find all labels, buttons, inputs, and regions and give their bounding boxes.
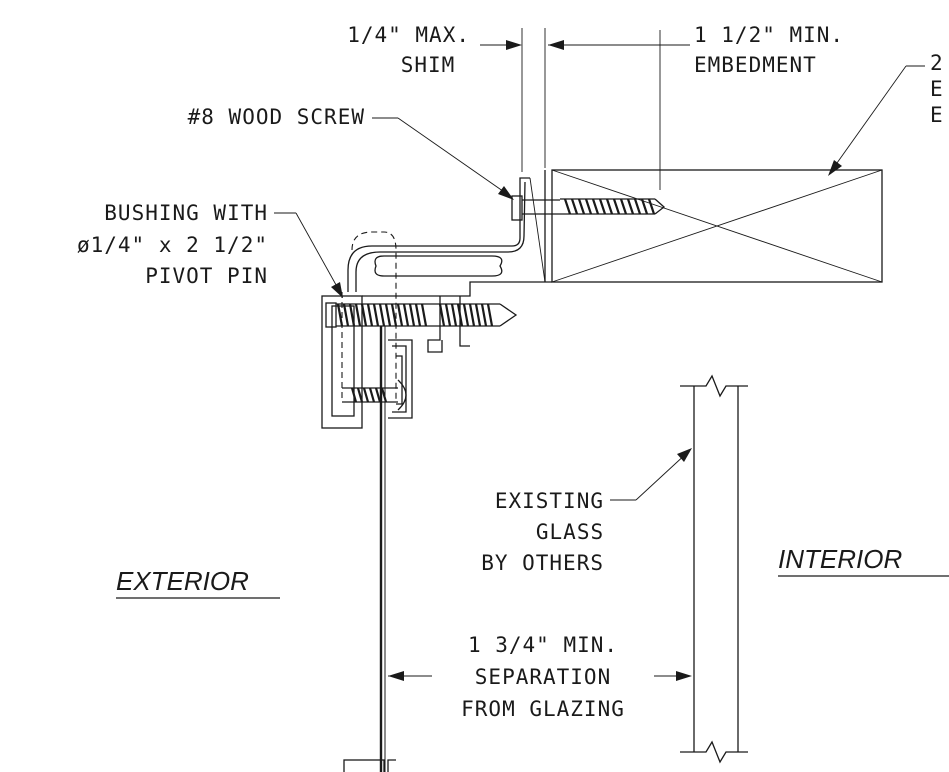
- cut-off-label-line2: E: [930, 77, 944, 101]
- bushing-label-line2: ø1/4" x 2 1/2": [77, 233, 268, 257]
- zone-labels: EXTERIOR INTERIOR: [116, 544, 949, 599]
- exterior-label: EXTERIOR: [116, 566, 249, 596]
- interior-label: INTERIOR: [778, 544, 902, 574]
- callout-text: 1/4" MAX. SHIM 1 1/2" MIN. EMBEDMENT 2 E…: [77, 23, 944, 721]
- wood-screw: [511, 195, 666, 221]
- bushing-label-line1: BUSHING WITH: [104, 201, 268, 225]
- lower-fastener: [342, 379, 407, 411]
- bushing-label-line3: PIVOT PIN: [145, 264, 268, 288]
- glass-label-line3: BY OTHERS: [481, 551, 604, 575]
- separation-label-line1: 1 3/4" MIN.: [468, 633, 618, 657]
- film-pane: [343, 326, 396, 772]
- shim-dimension: [480, 28, 690, 190]
- leader-lines: [274, 65, 925, 501]
- wood-screw-label: #8 WOOD SCREW: [188, 105, 365, 129]
- frame-extrusion: [321, 177, 552, 429]
- embedment-label-line2: EMBEDMENT: [694, 53, 817, 77]
- wood-blocking: [529, 169, 883, 283]
- shim-label-line1: 1/4" MAX.: [347, 23, 470, 47]
- frame-fastener: [325, 302, 518, 328]
- shim-label-line2: SHIM: [401, 53, 456, 77]
- cut-off-label-line3: E: [930, 103, 944, 127]
- glass-label-line1: EXISTING: [495, 489, 604, 513]
- separation-dimension: [388, 671, 692, 681]
- separation-label-line3: FROM GLAZING: [461, 697, 625, 721]
- glass-label-line2: GLASS: [536, 520, 604, 544]
- separation-label-line2: SEPARATION: [475, 665, 611, 689]
- existing-glass: [680, 374, 748, 764]
- cut-off-label-line1: 2: [930, 51, 944, 75]
- embedment-label-line1: 1 1/2" MIN.: [694, 23, 844, 47]
